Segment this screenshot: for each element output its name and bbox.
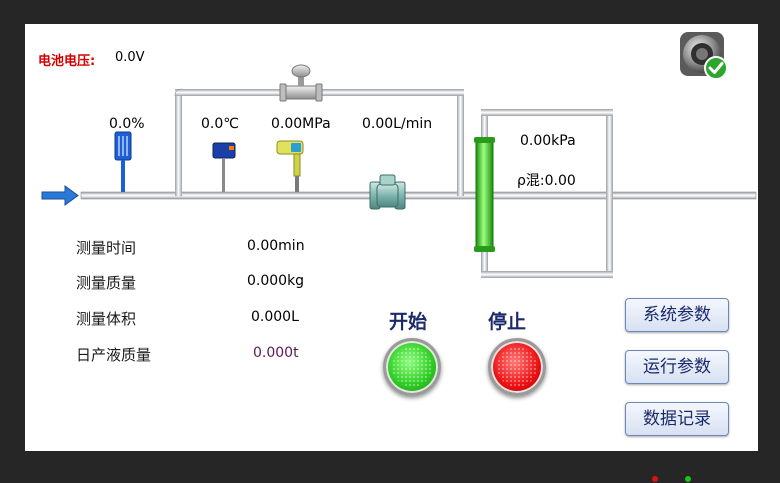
measure-volume-label: 测量体积 — [76, 310, 137, 328]
manual-valve-icon — [279, 64, 323, 102]
temperature-reading: 0.0℃ — [201, 116, 239, 132]
measure-volume-value: 0.000L — [251, 309, 299, 325]
measure-mass-label: 测量质量 — [76, 274, 137, 292]
speaker-check-icon[interactable] — [678, 30, 730, 82]
check-valve-icon — [369, 174, 406, 210]
start-label: 开始 — [389, 311, 428, 333]
stop-button[interactable] — [488, 338, 546, 396]
daily-liquid-mass-label: 日产液质量 — [76, 346, 152, 364]
start-button[interactable] — [383, 338, 441, 396]
piping-diagram — [41, 64, 757, 278]
start-button-texture — [392, 347, 432, 387]
hmi-screen: 电池电压: 0.0V 0.0% 0.0℃ 0.00MPa 0.00L/min 0… — [25, 24, 758, 451]
temperature-sensor-icon — [212, 142, 236, 192]
battery-voltage-value: 0.0V — [115, 50, 145, 65]
status-led — [685, 476, 691, 482]
main-pipe — [80, 191, 757, 200]
measure-time-value: 0.00min — [247, 238, 305, 254]
stop-button-texture — [497, 347, 537, 387]
flow-reading: 0.00L/min — [362, 116, 433, 132]
run-params-button[interactable]: 运行参数 — [625, 350, 729, 384]
data-log-button[interactable]: 数据记录 — [625, 402, 729, 436]
stop-label: 停止 — [488, 311, 527, 333]
inlet-arrow-icon — [41, 185, 79, 206]
power-led — [652, 476, 658, 482]
level-sensor-icon — [114, 131, 132, 192]
measure-time-label: 测量时间 — [76, 239, 137, 257]
level-reading: 0.0% — [109, 116, 145, 132]
daily-liquid-mass-value: 0.000t — [253, 345, 299, 361]
mixed-density-reading: ρ混:0.00 — [517, 173, 576, 189]
pressure-reading: 0.00MPa — [271, 116, 331, 132]
green-tube — [474, 137, 495, 252]
system-params-button[interactable]: 系统参数 — [625, 298, 729, 332]
separator-pressure-reading: 0.00kPa — [520, 133, 576, 149]
battery-voltage-label: 电池电压: — [38, 54, 96, 69]
measure-mass-value: 0.000kg — [247, 273, 305, 289]
pressure-sensor-icon — [276, 140, 304, 192]
